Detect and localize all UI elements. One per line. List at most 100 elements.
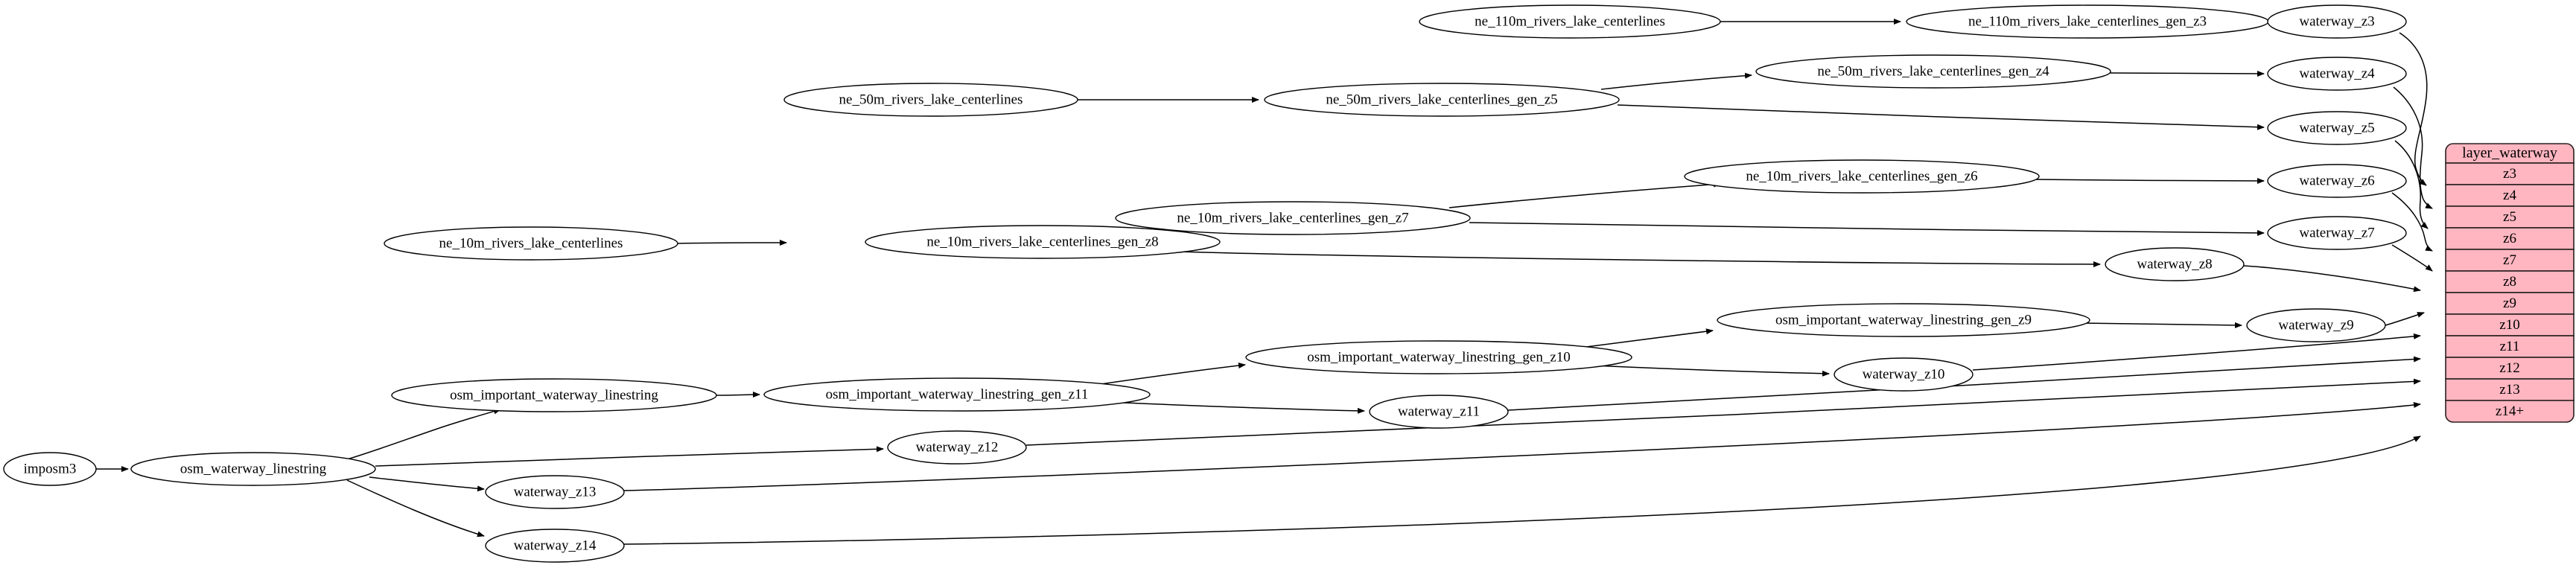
node-ellipse xyxy=(1755,54,2111,89)
node-ne_10m_rivers_lake_centerlines[interactable]: ne_10m_rivers_lake_centerlines xyxy=(384,226,678,261)
edge-waterway_z14-to-layer_waterway.z14+ xyxy=(623,435,2421,545)
node-label: waterway_z7 xyxy=(2299,225,2374,240)
node-waterway_z4[interactable]: waterway_z4 xyxy=(2267,57,2407,91)
record-row-label-z5: z5 xyxy=(2503,209,2516,225)
record-row-label-z13: z13 xyxy=(2499,382,2519,398)
node-waterway_z7[interactable]: waterway_z7 xyxy=(2267,216,2407,250)
node-label: ne_10m_rivers_lake_centerlines_gen_z6 xyxy=(1746,168,1977,184)
record-row-label-z12: z12 xyxy=(2499,360,2519,376)
node-waterway_z13[interactable]: waterway_z13 xyxy=(485,475,625,509)
node-ellipse xyxy=(2267,57,2407,91)
node-ne_10m_rivers_lake_centerlines_gen_z8[interactable]: ne_10m_rivers_lake_centerlines_gen_z8 xyxy=(865,225,1221,259)
node-waterway_z10[interactable]: waterway_z10 xyxy=(1834,357,1974,392)
node-waterway_z11[interactable]: waterway_z11 xyxy=(1369,395,1509,429)
node-label: osm_important_waterway_linestring_gen_z1… xyxy=(826,386,1089,402)
edge-osm_waterway_linestring-to-osm_important_waterway_linestring xyxy=(346,408,501,460)
record-row-cell-z14+[interactable] xyxy=(2445,400,2575,423)
record-row-cell-z7[interactable] xyxy=(2445,249,2575,272)
node-label: waterway_z5 xyxy=(2299,120,2374,135)
node-waterway_z6[interactable]: waterway_z6 xyxy=(2267,164,2407,198)
node-label: waterway_z12 xyxy=(916,439,999,455)
record-row-cell-z12[interactable] xyxy=(2445,357,2575,380)
record-row-cell-z8[interactable] xyxy=(2445,270,2575,293)
record-row-label-z8: z8 xyxy=(2503,274,2516,290)
node-label: waterway_z3 xyxy=(2299,13,2374,29)
nodes-layer: imposm3 osm_waterway_linestring osm_import… xyxy=(3,4,2407,563)
node-ellipse xyxy=(1684,159,2040,194)
edge-osm_waterway_linestring-to-waterway_z12 xyxy=(375,446,884,467)
node-waterway_z14[interactable]: waterway_z14 xyxy=(485,529,625,563)
node-label: osm_important_waterway_linestring xyxy=(450,387,658,403)
edge-waterway_z4-to-layer_waterway.z4 xyxy=(2393,86,2433,209)
node-osm_important_waterway_linestring_gen_z11[interactable]: osm_important_waterway_linestring_gen_z1… xyxy=(763,377,1151,412)
edge-waterway_z10-to-layer_waterway.z10 xyxy=(1972,333,2421,371)
node-ellipse xyxy=(3,452,97,486)
node-ne_50m_rivers_lake_centerlines_gen_z5[interactable]: ne_50m_rivers_lake_centerlines_gen_z5 xyxy=(1264,83,1620,117)
edge-waterway_z9-to-layer_waterway.z9 xyxy=(2385,312,2425,326)
node-ellipse xyxy=(1419,4,1721,39)
node-ellipse xyxy=(1245,340,1632,374)
node-ne_110m_rivers_lake_centerlines_gen_z3[interactable]: ne_110m_rivers_lake_centerlines_gen_z3 xyxy=(1906,4,2269,39)
node-osm_waterway_linestring[interactable]: osm_waterway_linestring xyxy=(130,452,376,486)
edge-osm_waterway_linestring-to-waterway_z14 xyxy=(346,479,485,537)
node-osm_important_waterway_linestring_gen_z10[interactable]: osm_important_waterway_linestring_gen_z1… xyxy=(1245,340,1632,374)
record-row-cell-z4[interactable] xyxy=(2445,184,2575,207)
edge-osm_important_waterway_linestring_gen_z10-to-osm_important_waterway_linestring_gen_z9 xyxy=(1586,328,1714,348)
node-label: waterway_z10 xyxy=(1863,366,1945,382)
node-label: waterway_z14 xyxy=(514,537,597,553)
node-label: ne_10m_rivers_lake_centerlines_gen_z8 xyxy=(926,234,1158,249)
record-row-cell-z6[interactable] xyxy=(2445,227,2575,250)
node-ellipse xyxy=(1834,357,1974,392)
node-osm_important_waterway_linestring[interactable]: osm_important_waterway_linestring xyxy=(391,378,717,412)
edge-waterway_z6-to-layer_waterway.z6 xyxy=(2391,192,2433,252)
node-imposm3[interactable]: imposm3 xyxy=(3,452,97,486)
node-label: osm_important_waterway_linestring_gen_z9 xyxy=(1775,312,2032,328)
record-table-layer_waterway[interactable]: layer_waterwayz3z4z5z6z7z8z9z10z11z12z13… xyxy=(2445,143,2575,423)
node-label: osm_important_waterway_linestring_gen_z1… xyxy=(1307,349,1571,365)
record-row-label-z10: z10 xyxy=(2499,317,2519,333)
node-label: ne_10m_rivers_lake_centerlines_gen_z7 xyxy=(1177,210,1408,226)
node-label: waterway_z4 xyxy=(2299,66,2375,81)
node-label: waterway_z8 xyxy=(2137,256,2212,272)
node-ellipse xyxy=(763,377,1151,412)
node-label: waterway_z13 xyxy=(514,484,597,500)
edge-ne_10m_rivers_lake_centerlines_gen_z8-to-waterway_z8 xyxy=(1151,250,2101,267)
node-ellipse xyxy=(2105,247,2245,281)
edge-osm_waterway_linestring-to-waterway_z13 xyxy=(369,476,485,492)
record-row-label-z14+: z14+ xyxy=(2496,403,2524,419)
record-row-cell-z13[interactable] xyxy=(2445,378,2575,401)
node-ellipse xyxy=(2246,308,2386,342)
record-table-layer: layer_waterwayz3z4z5z6z7z8z9z10z11z12z13… xyxy=(2445,143,2575,423)
node-ellipse xyxy=(485,529,625,563)
node-label: waterway_z9 xyxy=(2278,317,2353,333)
node-osm_important_waterway_linestring_gen_z9[interactable]: osm_important_waterway_linestring_gen_z9 xyxy=(1717,303,2090,337)
node-ellipse xyxy=(1717,303,2090,337)
node-ellipse xyxy=(887,430,1027,465)
node-ne_50m_rivers_lake_centerlines_gen_z4[interactable]: ne_50m_rivers_lake_centerlines_gen_z4 xyxy=(1755,54,2111,89)
node-waterway_z9[interactable]: waterway_z9 xyxy=(2246,308,2386,342)
node-waterway_z3[interactable]: waterway_z3 xyxy=(2267,4,2407,39)
node-label: osm_waterway_linestring xyxy=(180,461,327,476)
node-waterway_z8[interactable]: waterway_z8 xyxy=(2105,247,2245,281)
node-waterway_z5[interactable]: waterway_z5 xyxy=(2267,111,2407,145)
record-row-cell-z9[interactable] xyxy=(2445,292,2575,315)
record-row-cell-z3[interactable] xyxy=(2445,162,2575,185)
record-row-label-z9: z9 xyxy=(2503,296,2516,311)
node-ne_50m_rivers_lake_centerlines[interactable]: ne_50m_rivers_lake_centerlines xyxy=(783,83,1078,117)
node-ne_110m_rivers_lake_centerlines[interactable]: ne_110m_rivers_lake_centerlines xyxy=(1419,4,1721,39)
edge-ne_10m_rivers_lake_centerlines_gen_z7-to-waterway_z7 xyxy=(1469,222,2265,236)
record-row-label-z6: z6 xyxy=(2503,231,2516,246)
edge-osm_important_waterway_linestring_gen_z9-to-waterway_z9 xyxy=(2079,322,2242,328)
node-label: ne_110m_rivers_lake_centerlines_gen_z3 xyxy=(1968,13,2207,29)
node-ellipse xyxy=(1115,201,1471,235)
node-ellipse xyxy=(783,83,1078,117)
node-ellipse xyxy=(2267,216,2407,250)
record-header-label: layer_waterway xyxy=(2462,145,2557,162)
edge-osm_important_waterway_linestring_gen_z10-to-waterway_z10 xyxy=(1593,365,1830,377)
node-ne_10m_rivers_lake_centerlines_gen_z6[interactable]: ne_10m_rivers_lake_centerlines_gen_z6 xyxy=(1684,159,2040,194)
node-waterway_z12[interactable]: waterway_z12 xyxy=(887,430,1027,465)
node-label: waterway_z6 xyxy=(2299,173,2374,188)
node-ne_10m_rivers_lake_centerlines_gen_z7[interactable]: ne_10m_rivers_lake_centerlines_gen_z7 xyxy=(1115,201,1471,235)
edge-ne_50m_rivers_lake_centerlines_gen_z4-to-waterway_z4 xyxy=(2108,70,2265,77)
